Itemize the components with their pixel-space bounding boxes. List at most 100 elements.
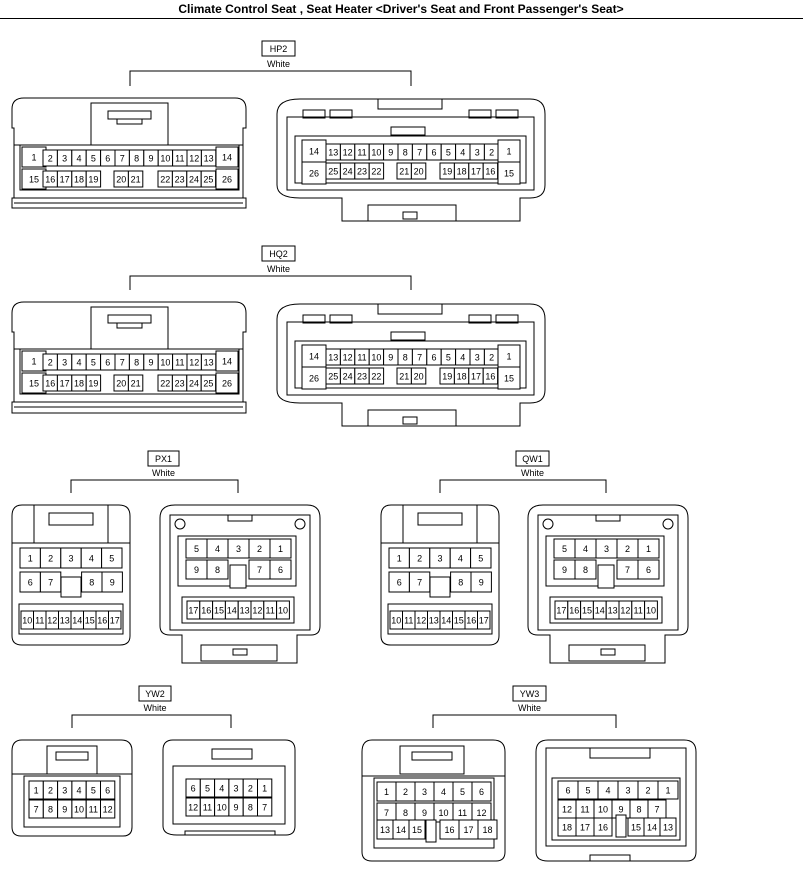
pin-number: 7 [417,578,422,588]
pin-cell: 11 [172,353,188,371]
pin-number: 15 [85,616,95,626]
diagram-title: Climate Control Seat , Seat Heater <Driv… [178,2,623,16]
pin-cell: 4 [214,778,230,798]
pin-number: 1 [506,352,511,362]
pin-number: 11 [634,606,643,616]
pin-cell: 8 [206,559,229,580]
pin-cell: 11 [631,600,646,620]
pin-cell: 11 [452,802,473,823]
pin-cell: 11 [33,610,47,630]
pin-cell [60,576,82,598]
pin-number: 8 [583,565,588,575]
pin-cell: 15 [627,817,645,837]
pin-cell: 22 [368,162,385,180]
pin-number: 1 [262,784,267,794]
pin-number: 17 [471,372,481,382]
pin-number: 13 [60,616,70,626]
pin-cell: 10 [20,610,34,630]
pin-cell: 6 [100,780,116,800]
pin-cell: 10 [276,600,290,620]
pin-cell: 2 [42,353,58,371]
pin-cell: 20 [113,374,129,392]
pin-number: 5 [91,786,96,796]
pin-cell: 18 [557,817,577,837]
pin-number: 10 [217,803,227,813]
pin-number: 10 [160,154,170,164]
pin-number: 22 [160,175,170,185]
pin-cell: 12 [185,797,201,817]
pin-cell: 23 [354,367,370,385]
pin-number: 11 [203,803,212,813]
pin-cell: 22 [368,367,385,385]
pin-number: 1 [34,786,39,796]
pin-number: 12 [562,805,572,815]
pin-cell: 7 [28,799,44,819]
pin-cell: 9 [143,353,159,371]
pin-cell: 6 [557,780,579,800]
pin-cell: 10 [157,353,174,371]
pin-cell: 12 [557,799,577,819]
pin-cell: 12 [45,610,59,630]
pin-cell: 1 [497,139,521,163]
pin-number: 10 [278,606,288,616]
connector-hq2-id: HQ2 [269,249,288,259]
pin-number: 6 [431,353,436,363]
pin-cell: 23 [354,162,370,180]
pin-number: 26 [309,169,319,179]
pin-number: 2 [625,544,630,554]
pin-cell: 26 [215,168,239,190]
pin-cell: 23 [171,374,188,392]
pin-number: 11 [404,616,413,626]
pin-number: 12 [620,606,630,616]
pin-cell: 15 [212,600,226,620]
pin-cell: 20 [410,162,427,180]
pin-cell: 4 [449,547,472,569]
pin-cell: 1 [376,781,397,802]
pin-number: 3 [625,786,630,796]
pin-cell: 12 [186,353,202,371]
pin-number: 25 [203,379,213,389]
pin-number: 9 [479,578,484,588]
pin-number: 25 [328,372,338,382]
pin-cell: 3 [429,547,451,569]
pin-cell: 3 [56,149,73,167]
pin-cell: 2 [248,538,271,559]
pin-cell: 14 [392,819,410,840]
pin-cell: 7 [114,353,130,371]
pin-cell: 17 [108,610,122,630]
pin-cell: 1 [28,780,44,800]
pin-number: 10 [22,616,32,626]
pin-cell: 8 [450,571,472,593]
pin-cell: 9 [470,571,492,593]
pin-number: 7 [120,358,125,368]
pin-number: 2 [257,544,262,554]
pin-cell: 12 [339,348,356,366]
pin-cell: 12 [250,600,265,620]
pin-number: 12 [189,358,199,368]
pin-number: 14 [309,352,319,362]
pin-cell: 16 [95,610,109,630]
pin-number: 25 [328,167,338,177]
pin-number: 9 [110,578,115,588]
pin-cell: 5 [577,780,599,800]
pin-number: 16 [466,616,476,626]
pin-number: 1 [646,544,651,554]
pin-cell: 7 [257,797,273,817]
connector-qw1-id: QW1 [522,454,543,464]
pin-number: 9 [62,805,67,815]
pin-number: 3 [62,358,67,368]
pin-cell: 6 [426,348,442,366]
pin-number: 15 [504,374,514,384]
pin-number: 6 [105,786,110,796]
pin-number: 7 [120,154,125,164]
pin-number: 18 [457,167,467,177]
pin-cell: 8 [629,799,649,819]
pin-cell: 18 [453,162,470,180]
